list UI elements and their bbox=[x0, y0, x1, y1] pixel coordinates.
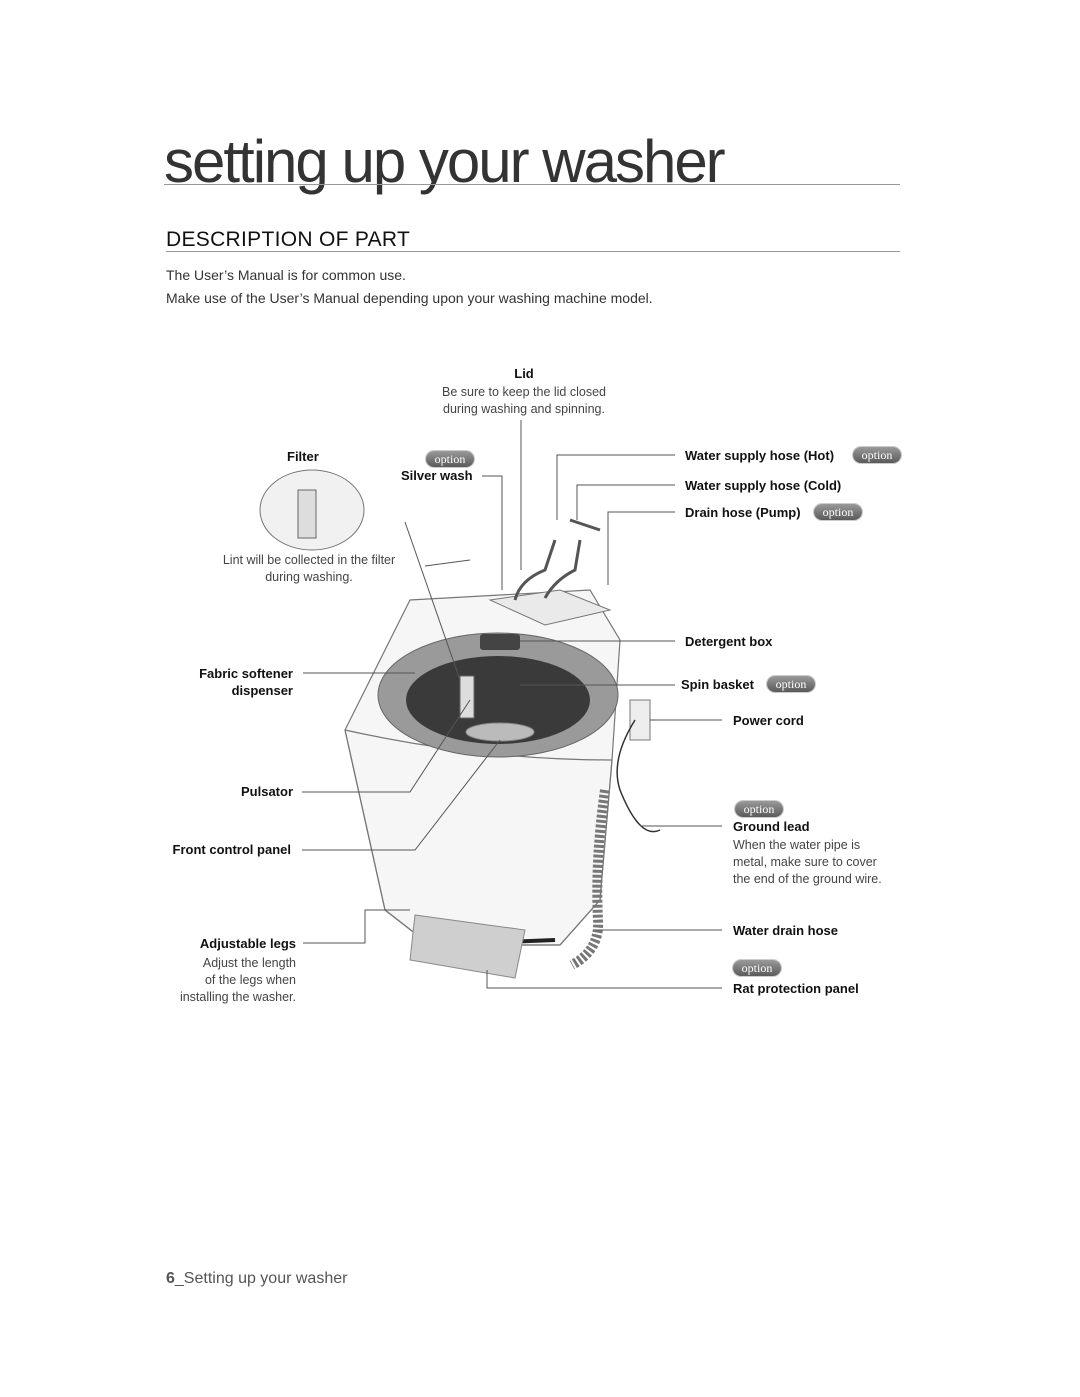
title-rule bbox=[164, 184, 900, 185]
lid-note-2: during washing and spinning. bbox=[443, 402, 605, 416]
power-cord-label: Power cord bbox=[733, 713, 804, 728]
drain-pump-label: Drain hose (Pump) bbox=[685, 505, 801, 520]
rat-protection-panel-label: Rat protection panel bbox=[733, 981, 859, 996]
front-control-panel-label: Front control panel bbox=[172, 842, 291, 857]
section-heading: DESCRIPTION OF PART bbox=[166, 228, 411, 251]
silver-wash-option-badge: option bbox=[426, 450, 474, 468]
water-hot-label: Water supply hose (Hot) bbox=[685, 448, 835, 463]
page-title: setting up your washer bbox=[164, 128, 726, 195]
leader-lines bbox=[302, 420, 722, 989]
filter-note-2: during washing. bbox=[265, 570, 353, 584]
pulsator-label: Pulsator bbox=[240, 784, 293, 799]
lid-note-1: Be sure to keep the lid closed bbox=[442, 385, 606, 399]
intro-line-2: Make use of the User’s Manual depending … bbox=[166, 290, 653, 306]
adjustable-legs-note-3: installing the washer. bbox=[179, 990, 296, 1004]
footer-text: _Setting up your washer bbox=[174, 1270, 348, 1287]
rat-panel-option-badge: option bbox=[733, 959, 781, 977]
hoses bbox=[513, 518, 601, 601]
spin-basket-option-badge: option bbox=[767, 675, 815, 693]
ground-lead-label: Ground lead bbox=[733, 819, 810, 834]
spin-basket-label: Spin basket bbox=[681, 677, 754, 692]
adjustable-legs-label: Adjustable legs bbox=[199, 936, 296, 951]
drain-pump-option-badge: option bbox=[814, 503, 862, 521]
lid-label: Lid bbox=[514, 366, 534, 381]
silver-wash-label: Silver wash bbox=[401, 468, 473, 483]
detergent-box-shape bbox=[480, 634, 520, 650]
ground-lead-note-1: When the water pipe is bbox=[733, 838, 861, 852]
pulsator-shape bbox=[465, 722, 535, 742]
detergent-box-label: Detergent box bbox=[685, 634, 773, 649]
spin-basket-shape bbox=[406, 656, 590, 744]
water-hot-option-badge: option bbox=[853, 446, 901, 464]
fabric-softener-label-1: Fabric softener bbox=[199, 666, 293, 681]
adjustable-legs-note-1: Adjust the length bbox=[202, 956, 296, 970]
page-footer: 6_Setting up your washer bbox=[166, 1270, 347, 1288]
filter-note-1: Lint will be collected in the filter bbox=[222, 553, 396, 567]
ground-lead-option-badge: option bbox=[735, 800, 783, 818]
section-rule bbox=[166, 251, 900, 252]
intro-line-1: The User’s Manual is for common use. bbox=[166, 267, 406, 283]
adjustable-legs-note-2: of the legs when bbox=[204, 973, 296, 987]
water-cold-label: Water supply hose (Cold) bbox=[685, 478, 842, 493]
page-number: 6 bbox=[166, 1270, 175, 1287]
water-drain-hose-label: Water drain hose bbox=[733, 923, 838, 938]
filter-label: Filter bbox=[287, 449, 319, 464]
fabric-softener-label-2: dispenser bbox=[231, 683, 293, 698]
drain-hose-shape bbox=[569, 789, 610, 970]
ground-lead-note-3: the end of the ground wire. bbox=[733, 872, 882, 886]
ground-lead-note-2: metal, make sure to cover bbox=[733, 855, 877, 869]
